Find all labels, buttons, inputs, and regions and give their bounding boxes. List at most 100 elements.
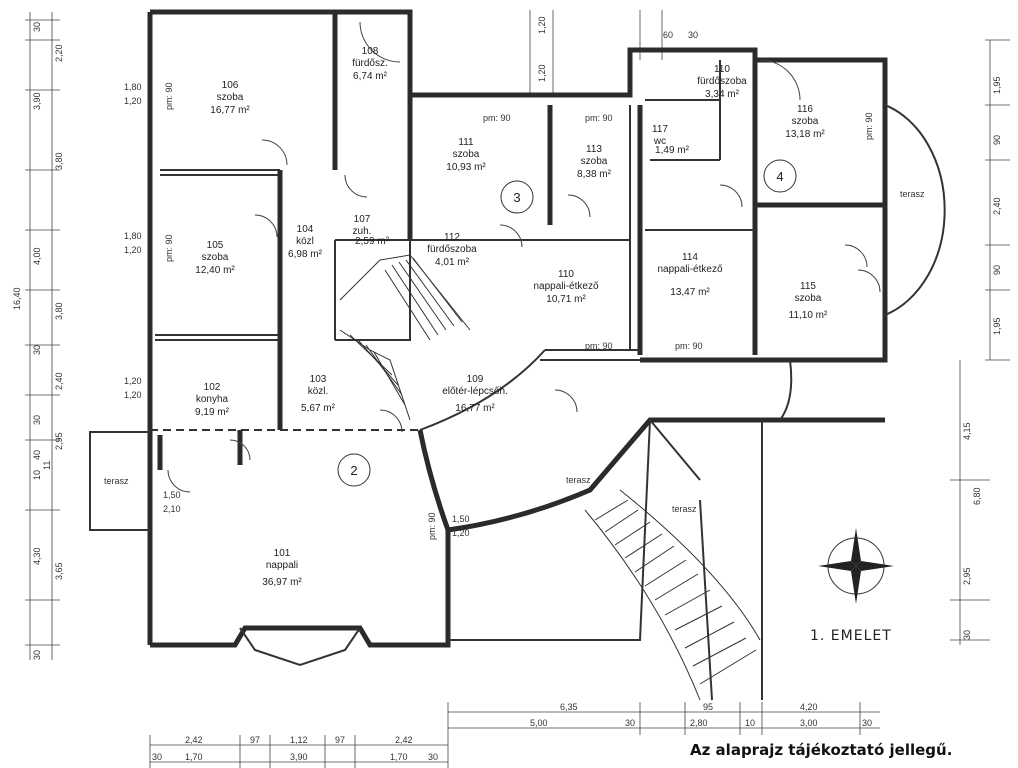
bottom-right-b3: 2,80 (690, 718, 708, 728)
right-lower-dim-3: 2,95 (962, 567, 972, 585)
left-inner-dim-2: 10 (32, 470, 42, 480)
north-compass-icon (818, 528, 894, 604)
bottom-dimension-chain-right: 6,35 95 4,20 5,00 30 2,80 10 3,00 30 (447, 702, 880, 735)
terrace-boundaries (448, 359, 793, 701)
room-107-num: 107 (354, 214, 371, 225)
disclaimer-note: Az alaprajz tájékoztató jellegű. (690, 741, 953, 759)
left-dim-7: 30 (32, 345, 42, 355)
bottom-dim-b3: 3,90 (290, 752, 308, 762)
room-108-area: 6,74 m² (353, 71, 388, 82)
right-dim-1: 1,95 (992, 76, 1002, 94)
room-114-num: 114 (682, 252, 698, 263)
left-dim-2: 2,20 (54, 44, 64, 62)
window-labels: 1,80 1,20 1,80 1,20 1,20 1,20 1,50 2,10 … (124, 82, 470, 538)
bottom-right-b4: 10 (745, 718, 755, 728)
left-inner-dim-3: 11 (42, 461, 52, 470)
room-113-num: 113 (586, 144, 602, 155)
right-dim-3: 2,40 (992, 197, 1002, 215)
window-label-8: 2,10 (163, 504, 181, 514)
room-114-area: 13,47 m² (670, 287, 710, 298)
room-110b-area: 10,71 m² (546, 294, 586, 305)
opening-7: pm: 90 (675, 341, 703, 351)
unit-marker-2: 2 (350, 463, 357, 478)
unit-marker-4: 4 (776, 169, 783, 184)
window-label-3: 1,80 (124, 231, 142, 241)
room-107-name: zuh. (353, 226, 372, 237)
left-dim-10: 4,30 (32, 547, 42, 565)
opening-5: pm: 90 (864, 112, 874, 140)
room-105-area: 12,40 m² (195, 265, 235, 276)
room-110b-name: nappali-étkező (533, 281, 598, 292)
left-inner-dim-4: 30 (32, 415, 42, 425)
terrace-center: terasz (566, 475, 591, 485)
opening-labels: pm: 90 pm: 90 pm: 90 pm: 90 pm: 90 pm: 9… (164, 82, 874, 540)
right-lower-dim-4: 30 (962, 630, 972, 640)
room-115-num: 115 (800, 281, 816, 292)
room-labels: 106 szoba 16,77 m² 108 fürdősz. 6,74 m² … (195, 46, 828, 588)
top-dim-1: 60 (663, 30, 673, 40)
room-112-area: 4,01 m² (435, 257, 470, 268)
right-dim-2: 90 (992, 135, 1002, 145)
room-109-num: 109 (467, 374, 484, 385)
left-dim-9: 2,95 (54, 432, 64, 450)
bottom-right-a2: 95 (703, 702, 713, 712)
opening-8: pm: 90 (427, 512, 437, 540)
left-dim-11: 3,65 (54, 562, 64, 580)
room-103-num: 103 (310, 374, 327, 385)
room-117-area: 1,49 m² (655, 145, 690, 156)
top-dim-2: 30 (688, 30, 698, 40)
right-dim-5: 1,95 (992, 317, 1002, 335)
left-dim-1: 30 (32, 22, 42, 32)
bottom-dim-b2: 1,70 (185, 752, 203, 762)
terrace-lower: terasz (672, 504, 697, 514)
room-101-name: nappali (266, 560, 298, 571)
door-swings (167, 21, 881, 493)
bottom-dimension-chain-left: 2,42 97 1,12 97 2,42 30 1,70 3,90 1,70 3… (149, 735, 449, 768)
room-102-num: 102 (204, 382, 221, 393)
opening-4: pm: 90 (585, 113, 613, 123)
left-dim-5: 4,00 (32, 247, 42, 265)
room-117-num: 117 (652, 124, 668, 135)
room-116-num: 116 (797, 104, 813, 115)
room-115-name: szoba (795, 293, 822, 304)
room-108-num: 108 (362, 46, 379, 57)
opening-6: pm: 90 (585, 341, 613, 351)
terrace-left: terasz (104, 476, 129, 486)
bottom-right-b6: 30 (862, 718, 872, 728)
room-111-num: 111 (458, 137, 474, 148)
bottom-dim-a3: 1,12 (290, 735, 308, 745)
room-114-name: nappali-étkező (657, 264, 722, 275)
bottom-dim-b5: 30 (428, 752, 438, 762)
right-dimension-chain: 1,95 90 2,40 90 1,95 4,15 6,80 2,95 30 (950, 39, 1010, 645)
floor-title: 1. EMELET (810, 628, 892, 644)
room-109-name: előtér-lépcsőh. (442, 386, 508, 397)
bottom-right-b1: 5,00 (530, 718, 548, 728)
left-dim-3: 3,90 (32, 92, 42, 110)
window-label-1: 1,80 (124, 82, 142, 92)
left-dim-4: 3,80 (54, 152, 64, 170)
bottom-right-b2: 30 (625, 718, 635, 728)
room-111-area: 10,93 m² (446, 162, 486, 173)
right-lower-dim-1: 4,15 (962, 422, 972, 440)
terrace-labels: terasz terasz terasz terasz (104, 189, 925, 514)
stairs-interior (339, 254, 471, 421)
bottom-right-b5: 3,00 (800, 718, 818, 728)
window-label-9: 1,50 (452, 514, 470, 524)
room-102-name: konyha (196, 394, 229, 405)
window-label-4: 1,20 (124, 245, 142, 255)
room-105-name: szoba (202, 252, 229, 263)
room-103-area: 5,67 m² (301, 403, 336, 414)
top-dimensions: 60 30 1,20 1,20 (529, 10, 698, 95)
bottom-dim-a2: 97 (250, 735, 260, 745)
room-106-area: 16,77 m² (210, 105, 250, 116)
room-109-area: 16,77 m² (455, 403, 495, 414)
unit-markers: 2 3 4 (337, 159, 797, 487)
top-dim-3: 1,20 (537, 16, 547, 34)
top-dim-4: 1,20 (537, 64, 547, 82)
terrace-right: terasz (900, 189, 925, 199)
room-101-num: 101 (274, 548, 291, 559)
room-113-area: 8,38 m² (577, 169, 612, 180)
room-102-area: 9,19 m² (195, 407, 230, 418)
room-101-area: 36,97 m² (262, 577, 302, 588)
left-inner-dim-1: 40 (32, 450, 42, 460)
